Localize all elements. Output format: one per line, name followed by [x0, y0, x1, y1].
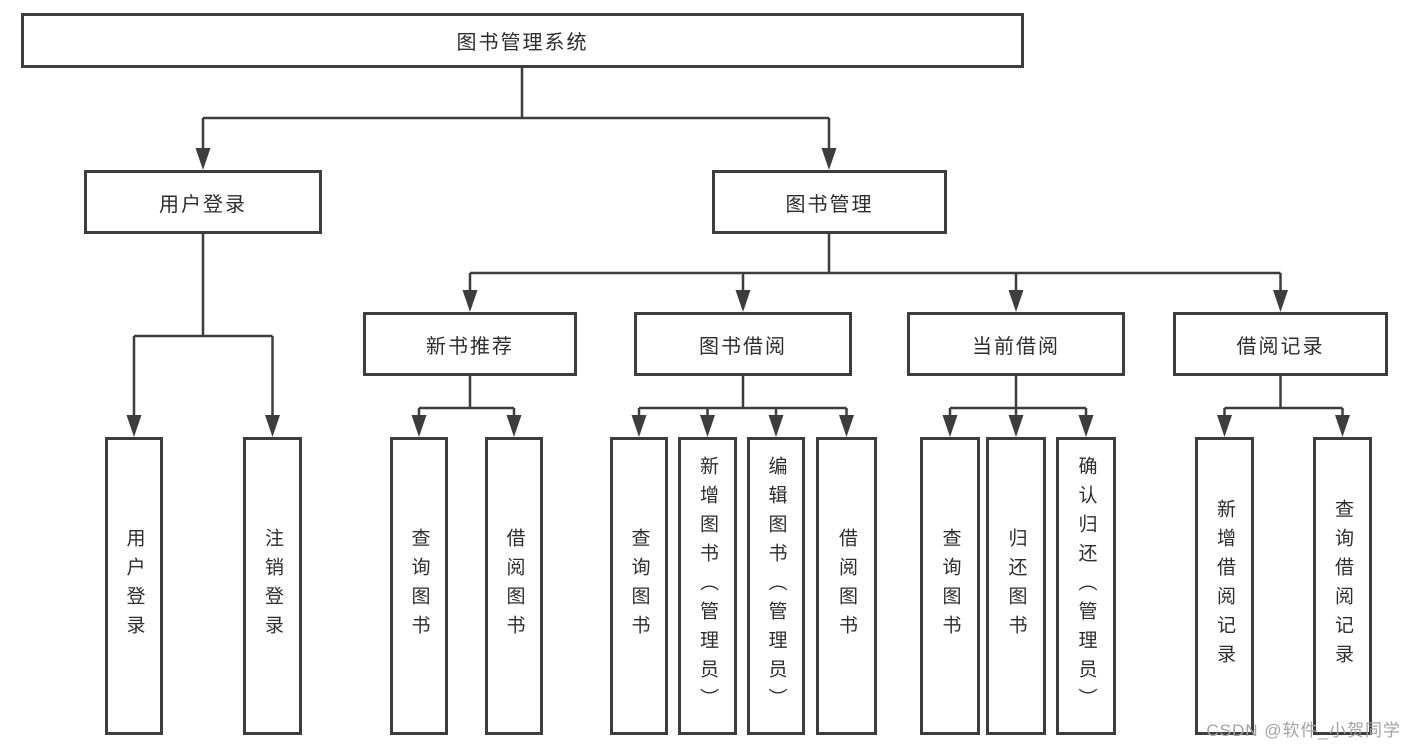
node-leaf-query-books-current: 查询图书	[920, 437, 980, 735]
connector-user-login-to-leaves	[126, 234, 280, 437]
node-leaf-query-books-recommend: 查询图书	[390, 437, 448, 735]
watermark: CSDN @软件_小贺同学	[1206, 721, 1401, 740]
node-new-book-recommend: 新书推荐	[363, 312, 577, 376]
node-leaf-logout: 注销登录	[243, 437, 302, 735]
node-leaf-query-borrow-record: 查询借阅记录	[1313, 437, 1372, 735]
connector-book-borrow-to-leaves	[631, 376, 854, 437]
connector-new-book-to-leaves	[411, 376, 522, 437]
node-leaf-user-login: 用户登录	[105, 437, 163, 735]
connector-borrow-record-to-leaves	[1217, 376, 1350, 437]
node-leaf-add-books-admin: 新增图书（管理员）	[678, 437, 737, 735]
node-leaf-borrow-books: 借阅图书	[816, 437, 877, 735]
connector-current-borrow-to-leaves	[942, 376, 1094, 437]
connector-book-management-to-level3	[462, 234, 1288, 312]
node-user-login: 用户登录	[84, 170, 322, 234]
node-leaf-add-borrow-record: 新增借阅记录	[1195, 437, 1254, 735]
node-leaf-edit-books-admin: 编辑图书（管理员）	[747, 437, 805, 735]
node-root-system: 图书管理系统	[21, 13, 1024, 68]
node-leaf-query-books-borrow: 查询图书	[610, 437, 668, 735]
node-book-management: 图书管理	[712, 170, 947, 234]
connector-root-to-level2	[195, 68, 837, 170]
node-book-borrow: 图书借阅	[634, 312, 852, 376]
node-leaf-borrow-books-recommend: 借阅图书	[485, 437, 543, 735]
node-leaf-confirm-return-admin: 确认归还（管理员）	[1056, 437, 1116, 735]
node-borrow-records: 借阅记录	[1173, 312, 1388, 376]
node-leaf-return-books: 归还图书	[986, 437, 1046, 735]
node-current-borrow: 当前借阅	[907, 312, 1125, 376]
